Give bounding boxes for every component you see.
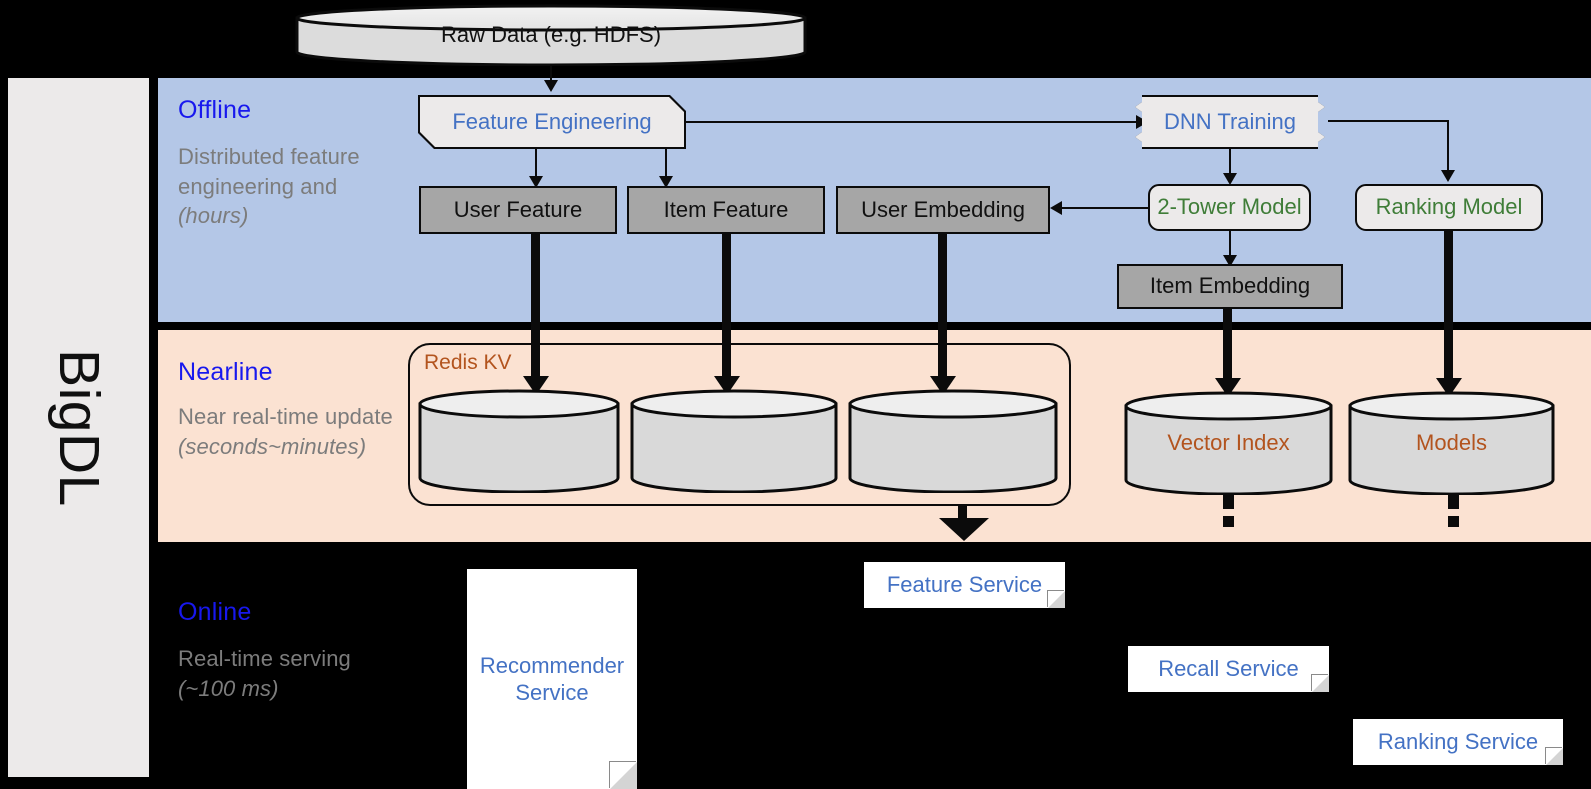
- online-band-description: Real-time serving (~100 ms): [178, 646, 351, 701]
- models-label: Models: [1416, 430, 1487, 455]
- nearline-band-description: Near real-time update (seconds~minutes): [178, 404, 393, 459]
- redis-kv-label: Redis KV: [424, 351, 512, 374]
- raw-data-label: Raw Data (e.g. HDFS): [440, 22, 662, 47]
- connector-fe-itemfeature-arrow: [659, 176, 673, 188]
- pipe-userembedding-store: [938, 234, 947, 379]
- connector-twotower-userembedding-arrow: [1050, 201, 1062, 215]
- pipe-redis-featureservice-arrow: [939, 518, 989, 541]
- connector-twotower-itememb-line: [1229, 231, 1231, 257]
- node-user-embedding[interactable]: User Embedding: [836, 186, 1050, 234]
- nearline-band-title: Nearline: [178, 358, 273, 386]
- node-ranking-model[interactable]: Ranking Model: [1355, 184, 1543, 231]
- raw-data-cylinder: Raw Data (e.g. HDFS): [295, 4, 807, 66]
- service-recommender[interactable]: Recommender Service: [467, 569, 637, 789]
- connector-dnn-twotower-arrow: [1223, 173, 1237, 185]
- offline-band-title: Offline: [178, 96, 252, 124]
- online-band-title: Online: [178, 598, 252, 626]
- pipe-itemembedding-vectorindex: [1223, 309, 1232, 381]
- pipe-itemfeature-store: [722, 234, 731, 379]
- redis-kv-container: [408, 343, 1071, 506]
- node-two-tower-model[interactable]: 2-Tower Model: [1148, 184, 1311, 231]
- connector-rawdata-fe-line: [550, 66, 552, 82]
- connector-fe-itemfeature-line: [665, 149, 667, 178]
- offline-band-description: Distributed feature engineering and (hou…: [178, 144, 360, 229]
- vector-index-cylinder[interactable]: Vector Index: [1124, 391, 1333, 495]
- vector-index-label: Vector Index: [1167, 430, 1290, 455]
- node-item-embedding[interactable]: Item Embedding: [1117, 264, 1343, 309]
- node-item-feature[interactable]: Item Feature: [627, 186, 825, 234]
- pipe-models-dash-2: [1448, 516, 1459, 527]
- pipe-rankingmodel-models: [1444, 231, 1453, 381]
- pipe-vectorindex-dash-2: [1223, 516, 1234, 527]
- service-recall[interactable]: Recall Service: [1128, 646, 1329, 692]
- service-feature[interactable]: Feature Service: [864, 562, 1065, 608]
- pipe-vectorindex-dash-1: [1223, 495, 1234, 509]
- connector-dnn-ranking-v: [1447, 120, 1449, 172]
- connector-dnn-ranking-h: [1328, 120, 1449, 122]
- connector-dnn-ranking-arrow: [1441, 170, 1455, 182]
- connector-rawdata-fe-arrow: [544, 80, 558, 92]
- pipe-userfeature-store: [531, 234, 540, 379]
- bigdl-label: BigDL: [46, 348, 111, 507]
- node-dnn-training[interactable]: DNN Training: [1132, 95, 1328, 149]
- bigdl-framework-rail: BigDL: [8, 78, 149, 777]
- connector-fe-userfeature-line: [535, 149, 537, 178]
- pipe-models-dash-1: [1448, 495, 1459, 509]
- node-user-feature[interactable]: User Feature: [419, 186, 617, 234]
- store-cylinder-1[interactable]: [418, 389, 620, 493]
- connector-fe-userfeature-arrow: [529, 176, 543, 188]
- service-ranking[interactable]: Ranking Service: [1353, 719, 1563, 765]
- connector-fe-dnn-line: [686, 121, 1138, 123]
- pipe-redis-featureservice-stub: [958, 506, 967, 521]
- connector-twotower-userembedding-line: [1062, 207, 1148, 209]
- store-cylinder-3[interactable]: [848, 389, 1058, 493]
- store-cylinder-2[interactable]: [630, 389, 838, 493]
- node-feature-engineering[interactable]: Feature Engineering: [418, 95, 686, 149]
- models-cylinder[interactable]: Models: [1348, 391, 1555, 495]
- connector-dnn-twotower-line: [1229, 149, 1231, 175]
